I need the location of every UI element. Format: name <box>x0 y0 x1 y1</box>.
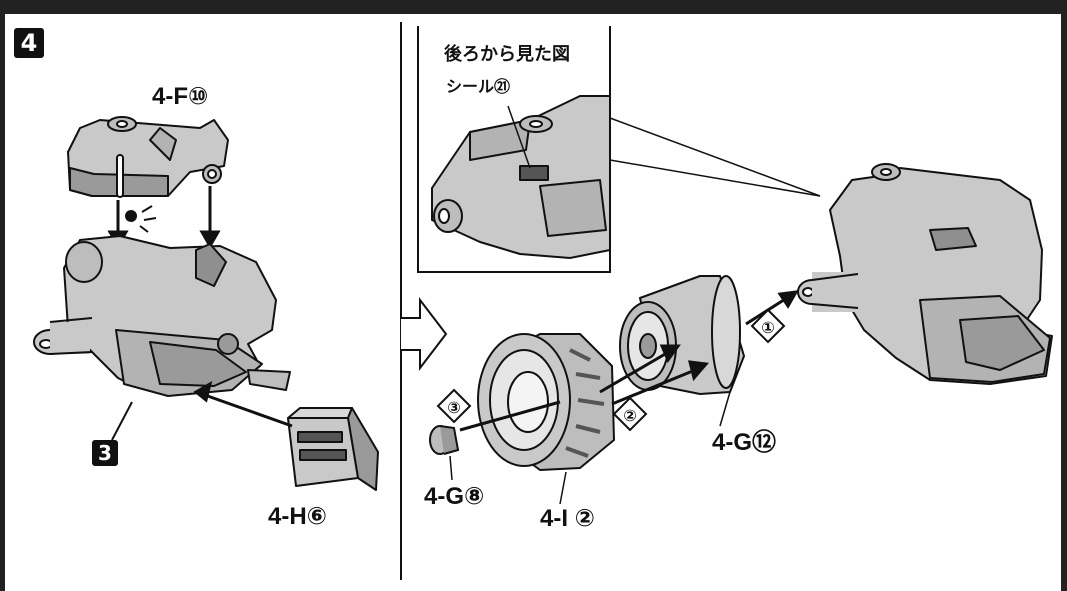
subassembly-3 <box>33 235 291 397</box>
cut-marker-icon <box>125 205 157 233</box>
assembly-arrows-wheel <box>459 344 709 432</box>
label-4f10: 4-F⑩ <box>152 83 208 110</box>
right-border <box>1061 0 1067 591</box>
part-4g12 <box>619 275 745 395</box>
svg-text:①: ① <box>761 320 775 337</box>
svg-text:②: ② <box>623 408 637 425</box>
step-number: 4 <box>21 29 38 57</box>
label-4h6: 4-H⑥ <box>268 503 327 530</box>
part-4i2 <box>477 333 615 471</box>
rear-view-inset <box>416 26 821 273</box>
sticker-label: シール㉑ <box>446 77 510 96</box>
order-mark-1: ① <box>750 308 786 344</box>
leader-4g8 <box>449 455 453 481</box>
leader-4g12 <box>719 391 731 427</box>
label-4i2: 4-I ② <box>540 505 595 532</box>
step-badge: 4 <box>14 28 44 58</box>
top-bar <box>0 0 1067 14</box>
svg-text:③: ③ <box>447 400 461 417</box>
part-4h6 <box>287 407 379 491</box>
part-4f10 <box>67 116 229 198</box>
main-assembly-right <box>797 163 1053 385</box>
leader-4i2 <box>559 471 567 505</box>
order-mark-3: ③ <box>436 388 472 424</box>
flow-arrow <box>401 297 448 371</box>
assembly-arrow-h6 <box>193 380 293 428</box>
inset-title: 後ろから見た図 <box>444 43 570 65</box>
part-4g8 <box>429 425 460 455</box>
label-4g8: 4-G⑧ <box>424 483 484 510</box>
subassembly-number: 3 <box>98 441 112 465</box>
subassembly-badge: 3 <box>92 401 133 466</box>
label-4g12: 4-G⑫ <box>712 428 776 456</box>
left-border <box>0 0 5 591</box>
order-mark-2: ② <box>612 396 648 432</box>
